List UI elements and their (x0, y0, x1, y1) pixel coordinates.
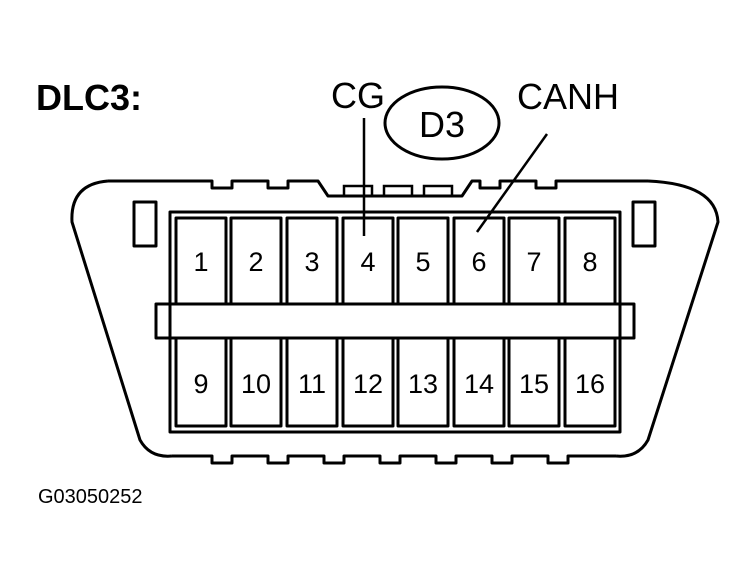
pin-cell (507, 336, 561, 428)
pin-cell (285, 336, 339, 428)
connector-shell-bottom (172, 454, 616, 465)
connector-shell-top (108, 179, 648, 198)
pin-number: 2 (248, 247, 263, 277)
pin-cell (452, 336, 506, 428)
bottom-pin-row (174, 336, 617, 428)
pin-block-frame (168, 210, 622, 434)
pin-number: 1 (193, 247, 208, 277)
pin-cell (563, 336, 617, 428)
pin-number: 6 (471, 247, 486, 277)
pin-number: 16 (575, 369, 605, 399)
pin-number: 3 (304, 247, 319, 277)
pin-number: 11 (298, 369, 326, 399)
pin-number: 14 (464, 369, 494, 399)
canh-leader-line (475, 133, 549, 233)
connector-shell-right (615, 179, 720, 458)
diagram-title: DLC3: (36, 77, 142, 118)
d3-oval (383, 85, 501, 161)
canh-label: CANH (517, 76, 619, 117)
separator-bar (154, 302, 636, 340)
pin-number: 8 (582, 247, 597, 277)
cg-label: CG (331, 75, 385, 116)
connector-shell-left (70, 179, 173, 458)
right-latch (631, 200, 657, 248)
pin-cell (174, 336, 228, 428)
d3-label: D3 (419, 104, 465, 145)
pin-cell (229, 336, 283, 428)
pin-number: 10 (241, 369, 271, 399)
pin-number: 4 (360, 247, 375, 277)
figure-code: G03050252 (38, 486, 143, 508)
connector-key-notch (342, 184, 454, 196)
pin-number: 7 (526, 247, 541, 277)
pin-number: 9 (193, 369, 208, 399)
pin-number: 15 (519, 369, 549, 399)
pin-cell (396, 336, 450, 428)
top-pin-row (174, 216, 617, 306)
left-latch (132, 200, 158, 248)
top-pin-numbers: 1 2 3 4 5 6 7 8 (193, 247, 597, 277)
pin-cell (341, 336, 395, 428)
pin-number: 12 (353, 369, 383, 399)
pin-number: 13 (408, 369, 438, 399)
bottom-pin-numbers: 9 10 11 12 13 14 15 16 (193, 369, 605, 399)
pin-number: 5 (415, 247, 430, 277)
